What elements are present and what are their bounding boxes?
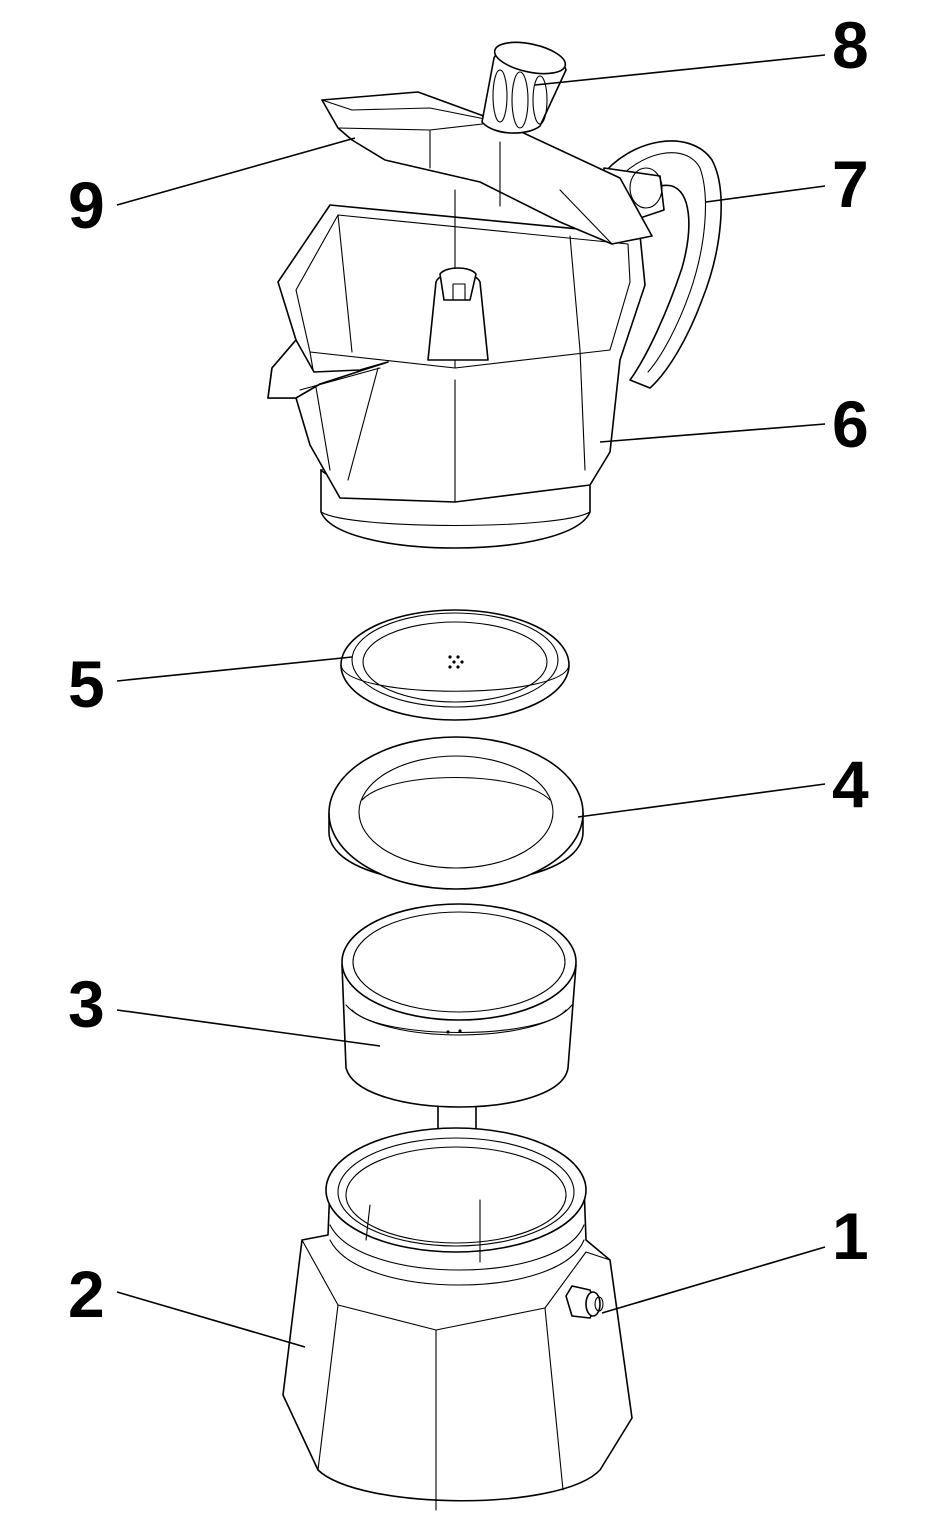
leader-line-5 (116, 656, 353, 682)
leader-line-4 (577, 783, 826, 818)
callout-1: 1 (832, 1199, 869, 1273)
leader-line-9 (116, 137, 356, 206)
collector-assembly (267, 41, 722, 549)
callout-7: 7 (832, 147, 869, 221)
callout-8: 8 (832, 8, 869, 82)
boiler (282, 1127, 633, 1511)
callout-2: 2 (68, 1257, 105, 1331)
leader-line-3 (116, 1009, 381, 1047)
lid-knob (481, 41, 567, 134)
leader-lines (116, 54, 826, 1348)
collector-body (267, 189, 646, 503)
leader-line-2 (116, 1291, 306, 1348)
leader-line-8 (534, 54, 826, 86)
filter-plate (340, 609, 570, 721)
safety-valve (565, 1285, 604, 1319)
leader-line-7 (705, 185, 826, 203)
callout-3: 3 (68, 967, 105, 1041)
lid (321, 91, 653, 245)
leader-line-1 (601, 1246, 826, 1314)
callout-labels: 8 9 7 6 5 4 3 2 1 (68, 8, 869, 1331)
callout-6: 6 (832, 387, 869, 461)
gasket (328, 736, 584, 890)
leader-line-6 (599, 423, 826, 443)
callout-4: 4 (832, 747, 869, 821)
callout-9: 9 (68, 168, 105, 242)
callout-5: 5 (68, 647, 105, 721)
